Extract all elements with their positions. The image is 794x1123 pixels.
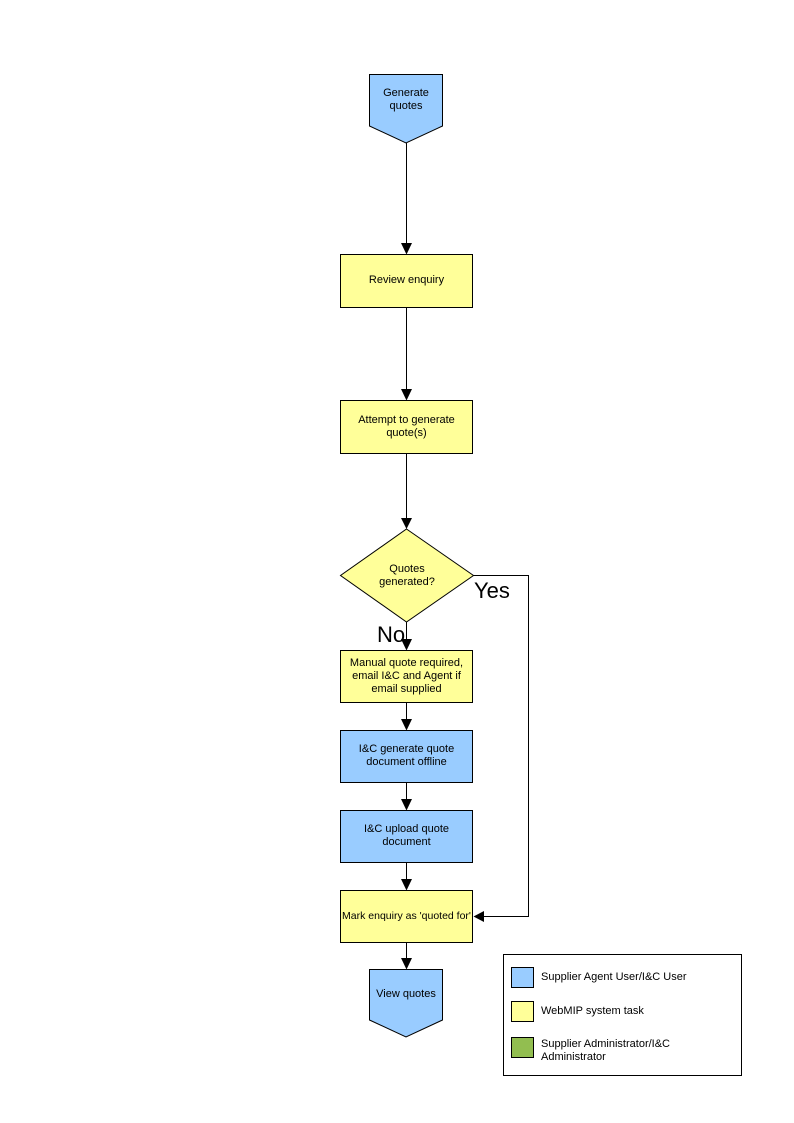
attempt-node-label: Attempt to generate quote(s) — [358, 413, 455, 439]
decision-node-label: Quotes generated? — [379, 562, 435, 588]
arrowhead-into-review — [401, 243, 412, 255]
legend-item-webmip-system-task: WebMIP system task — [541, 1005, 644, 1017]
arrowhead-into-attempt — [401, 389, 412, 401]
arrowhead-into-upload — [401, 799, 412, 811]
upload-node-shape — [340, 810, 473, 863]
arrowhead-into-mark-top — [401, 879, 412, 891]
generate-offline-node-shape — [340, 730, 473, 783]
view-node-shape — [369, 969, 443, 1038]
legend-swatch-yellow — [511, 1001, 534, 1022]
legend-swatch-blue — [511, 967, 534, 988]
arrowheads — [401, 243, 484, 970]
yes-branch-label: Yes — [474, 578, 510, 603]
review-node-label: Review enquiry — [368, 274, 445, 286]
legend-item-supplier-administrator: Supplier Administrator/I&C Administrator — [541, 1038, 670, 1063]
connector-yes-path — [473, 575, 529, 917]
connectors — [406, 143, 529, 958]
attempt-node-shape — [340, 400, 473, 454]
arrowhead-into-manual — [401, 639, 412, 651]
view-node-label: View quotes — [376, 987, 436, 1000]
start-node-shape — [369, 74, 443, 144]
legend-item-supplier-agent-user: Supplier Agent User/I&C User — [541, 971, 687, 983]
review-node-shape — [340, 254, 473, 308]
start-node-label: Generate quotes — [383, 87, 429, 112]
upload-node-label: I&C upload quote document — [363, 823, 449, 848]
legend-swatch-green — [511, 1037, 534, 1058]
arrowhead-into-decision — [401, 518, 412, 529]
generate-offline-node-label: I&C generate quote document offline — [358, 743, 455, 768]
manual-node-label: Manual quote required, email I&C and Age… — [349, 656, 464, 695]
mark-node-label: Mark enquiry as 'quoted for' — [342, 909, 471, 922]
decision-node-shape — [339, 528, 475, 623]
arrowhead-into-view — [401, 958, 412, 970]
arrowhead-into-generate — [401, 719, 412, 731]
arrowhead-into-mark-right — [473, 911, 484, 922]
no-branch-label: No — [377, 622, 406, 647]
mark-node-shape — [340, 890, 473, 943]
manual-node-shape — [340, 650, 473, 703]
legend-box — [503, 954, 742, 1076]
